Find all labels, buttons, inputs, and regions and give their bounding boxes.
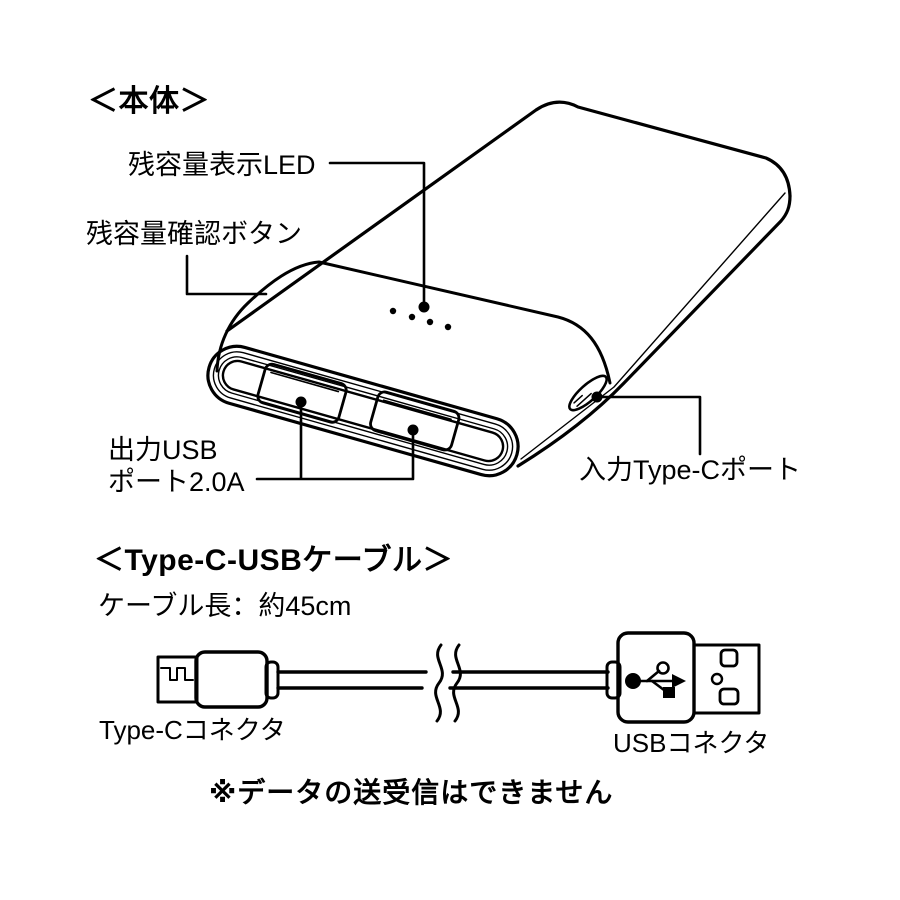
cable-break — [434, 643, 462, 723]
front-face-inner-line-2 — [217, 356, 509, 466]
cable-length-label: ケーブル長：約45cm — [98, 591, 352, 621]
type-c-port-outline — [568, 374, 608, 412]
type-c-port — [568, 374, 608, 412]
pointer-dot-led — [418, 301, 430, 313]
button-label: 残容量確認ボタン — [86, 219, 302, 249]
cable-break-curve-1 — [434, 643, 444, 723]
usb-port-2 — [369, 390, 461, 452]
led-dots — [389, 307, 452, 331]
usb-trident-root — [625, 673, 641, 689]
power-bank-front-seam — [215, 260, 612, 385]
usb-port-2-tongue — [382, 399, 452, 421]
type-c-port-slot-line-1 — [576, 392, 592, 407]
cable-wire-left — [276, 670, 428, 690]
usb-tip-hole-round — [710, 672, 724, 686]
front-face — [206, 344, 520, 478]
cable-illustration — [156, 631, 761, 724]
pointer-dot-usb-1 — [295, 396, 307, 408]
power-bank-top-face — [225, 100, 792, 333]
usb-connector-label: USBコネクタ — [613, 728, 770, 758]
pointer-line-button — [185, 254, 268, 296]
usb-connector-collar — [605, 660, 622, 700]
pointer-line-led — [328, 161, 426, 308]
type-c-connector — [156, 650, 280, 709]
led-dot-1 — [389, 307, 397, 315]
pointer-line-usb — [255, 400, 415, 481]
type-c-connector-contacts — [160, 667, 194, 681]
type-c-connector-collar — [264, 660, 280, 700]
led-dot-4 — [444, 323, 452, 331]
output-usb-label-line2: ポート2.0A — [108, 467, 245, 497]
cable-wire-right — [448, 670, 610, 690]
usb-port-1 — [256, 362, 348, 424]
type-c-connector-body — [194, 650, 269, 709]
footnote: ※データの送受信はできません — [209, 777, 614, 808]
led-dot-2 — [408, 313, 416, 321]
usb-trident-icon — [625, 661, 686, 698]
output-usb-label-line1: 出力USB — [108, 435, 218, 465]
usb-connector-tip — [692, 643, 761, 715]
pointer-dot-typec — [591, 391, 603, 403]
usb-port-1-tongue — [270, 371, 340, 393]
usb-trident-circle — [656, 661, 670, 675]
power-bank-bottom-edge — [516, 194, 792, 468]
led-dot-3 — [426, 318, 434, 326]
pointer-line-typec — [595, 395, 702, 456]
main-unit-heading: ＜本体＞ — [88, 85, 210, 118]
type-c-port-slot-line-2 — [573, 394, 583, 404]
usb-connector — [605, 631, 761, 724]
input-typec-label: 入力Type-Cポート — [579, 455, 802, 485]
typec-connector-label: Type-Cコネクタ — [99, 715, 286, 745]
usb-trident-square — [663, 687, 675, 698]
front-face-outline — [206, 344, 520, 478]
led-label: 残容量表示LED — [128, 150, 316, 180]
usb-tip-hole-2 — [718, 687, 740, 706]
usb-trident-branch-down — [650, 679, 666, 692]
cable-wire — [276, 670, 610, 690]
front-face-opening — [221, 359, 505, 463]
cable-heading: ＜Type-C-USBケーブル＞ — [94, 544, 453, 577]
cable-break-curve-2 — [452, 643, 462, 723]
pointer-lines — [185, 161, 702, 481]
output-usb-label: 出力USB ポート2.0A — [108, 434, 245, 498]
front-face-inner-line-1 — [212, 351, 514, 471]
usb-trident-branch-up — [645, 669, 661, 683]
pointer-dot-usb-2 — [407, 424, 419, 436]
usb-tip-hole-1 — [719, 648, 739, 668]
power-bank-side-edge-thin — [520, 192, 786, 460]
usb-trident-arrow — [672, 674, 686, 688]
